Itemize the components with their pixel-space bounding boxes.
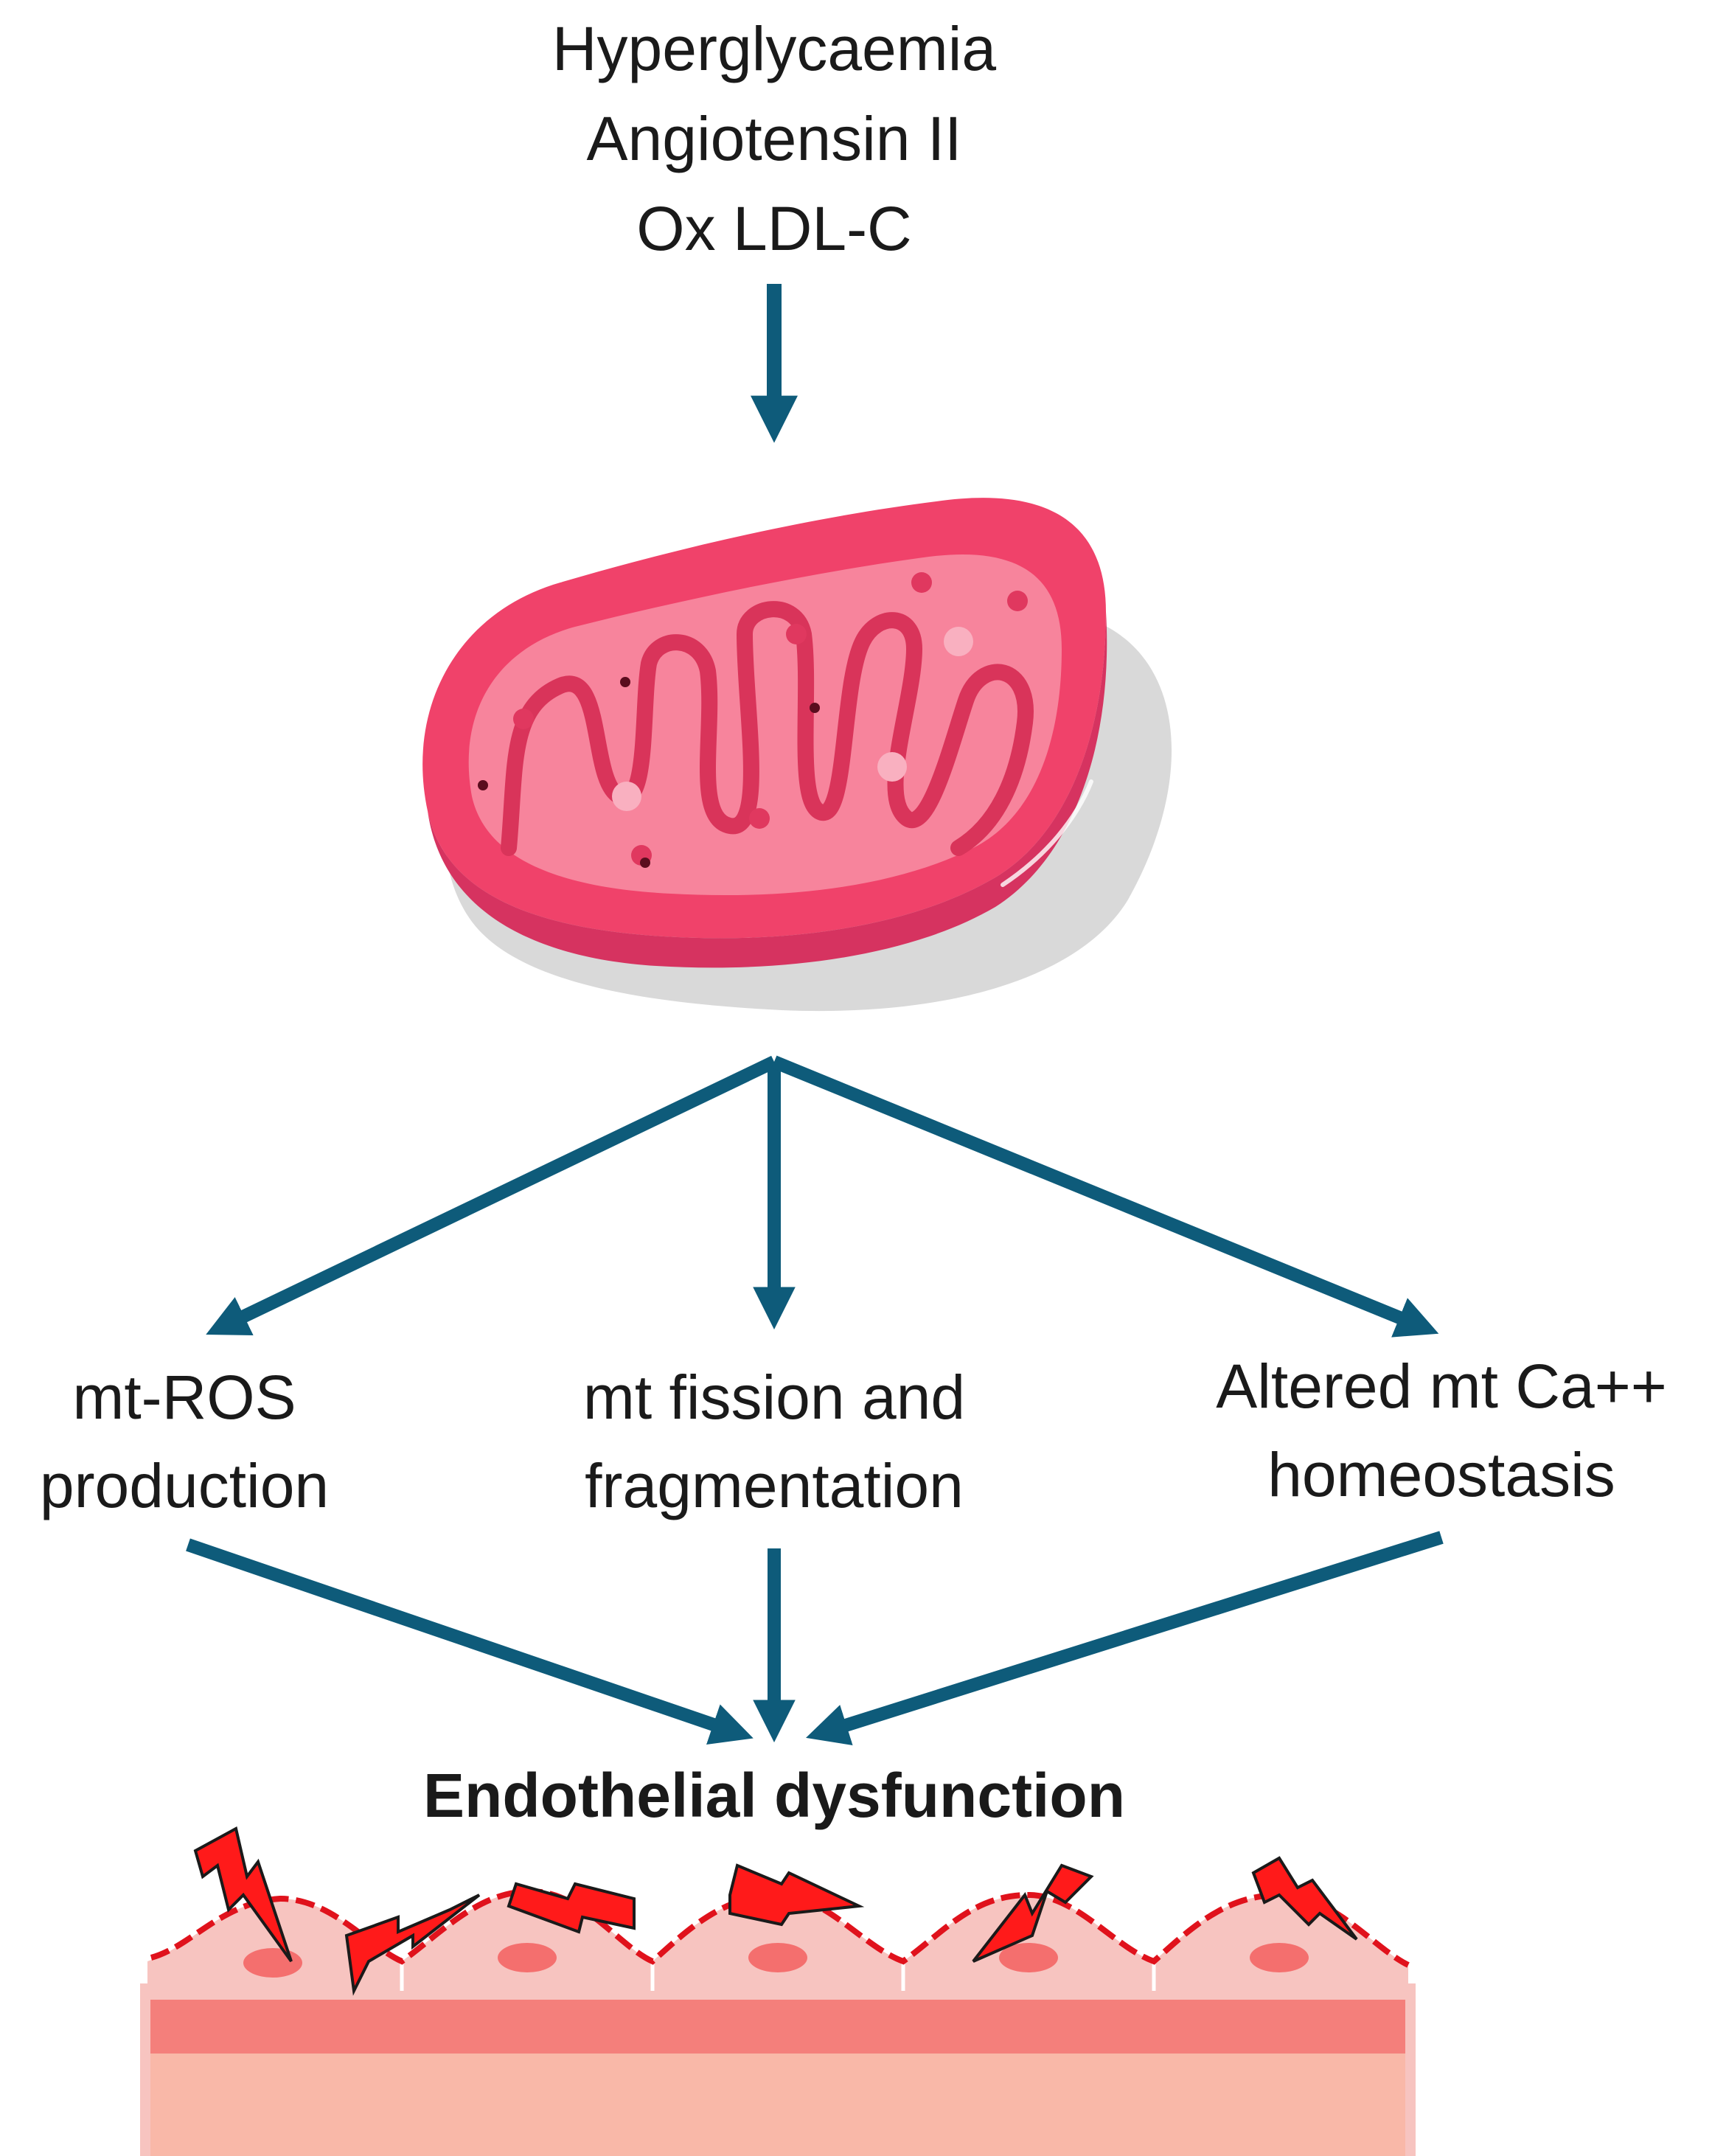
outcome-mt-fission: mt fission and fragmentation <box>509 1353 1040 1530</box>
arrow-to-mt-calcium <box>771 1055 1439 1338</box>
arrow-ros-to-dysfunction <box>186 1538 754 1745</box>
outcome-mt-ros-production: mt-ROS production <box>0 1353 369 1530</box>
arrow-to-mt-ros <box>206 1055 777 1336</box>
outcome-calcium-line-1: Altered mt Ca++ <box>1216 1352 1667 1421</box>
outcome-fission-line-2: fragmentation <box>585 1451 964 1520</box>
stimuli-list: Hyperglycaemia Angiotensin II Ox LDL-C <box>0 4 1548 274</box>
endothelium-icon <box>140 1888 1416 2156</box>
lightning-bolt-icon <box>193 1826 1358 1996</box>
outcome-calcium-line-2: homeostasis <box>1267 1440 1615 1509</box>
outcome-ros-line-2: production <box>39 1451 330 1520</box>
outcome-ros-line-1: mt-ROS <box>72 1363 296 1432</box>
stimulus-hyperglycaemia: Hyperglycaemia <box>551 14 997 83</box>
stimulus-angiotensin: Angiotensin II <box>586 104 962 173</box>
arrow-calcium-to-dysfunction <box>806 1531 1444 1746</box>
outcome-mt-calcium: Altered mt Ca++ homeostasis <box>1165 1342 1712 1519</box>
endothelial-dysfunction-label: Endothelial dysfunction <box>422 1761 1125 1830</box>
outcome-fission-line-1: mt fission and <box>582 1363 966 1432</box>
mitochondrion-icon <box>422 498 1172 1012</box>
stimulus-oxldl: Ox LDL-C <box>636 194 912 263</box>
